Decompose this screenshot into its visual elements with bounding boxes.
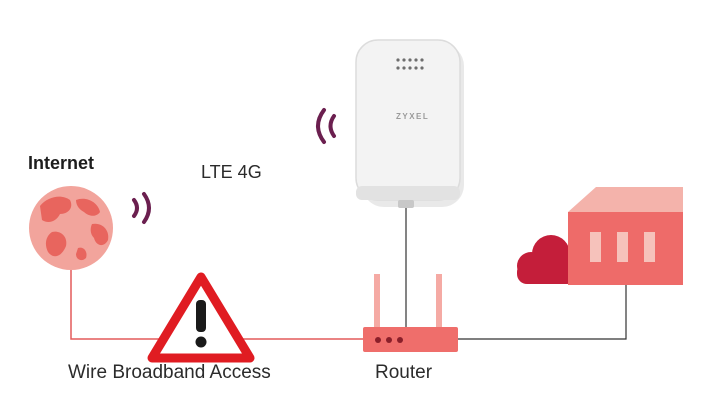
globe-icon — [29, 186, 113, 270]
wifi-signal-icon — [316, 108, 336, 144]
lte-label: LTE 4G — [201, 162, 262, 182]
building-icon — [568, 187, 683, 285]
lte-outdoor-router-icon — [355, 39, 464, 208]
warning-triangle-icon — [147, 272, 255, 363]
wire-broadband-label: Wire Broadband Access — [68, 362, 271, 383]
internet-label: Internet — [28, 153, 95, 173]
connection-lines — [70, 208, 627, 340]
router-to-building-line — [458, 285, 627, 340]
device-brand-label: ZYXEL — [396, 112, 430, 121]
led-indicators — [396, 58, 424, 70]
router-icon — [363, 274, 458, 352]
wifi-signal-icon — [132, 192, 151, 224]
internet-to-router-line — [70, 270, 363, 340]
router-label: Router — [375, 362, 433, 383]
